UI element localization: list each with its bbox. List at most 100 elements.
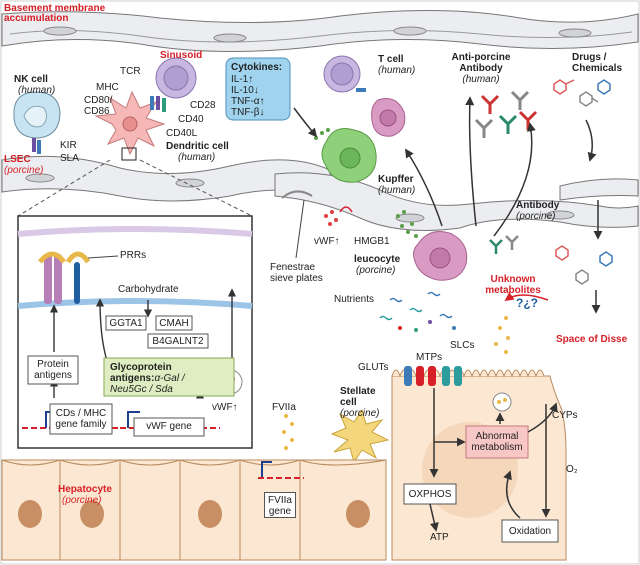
kupffer-species: (human) [378,185,416,196]
stellate-label-2: cell [340,397,357,408]
fenestrae-pointer [295,199,305,259]
lsec-species: (porcine) [4,165,44,176]
inset-vwf-up-label: vWF↑ [212,402,238,413]
sla-label: SLA [60,153,79,164]
leucocyte-cell [400,222,468,281]
drugs-label-2: Chemicals [572,63,623,74]
dendritic-cell-species: (human) [178,152,216,163]
cd80-label-1: CD80/ [84,95,113,106]
leucocyte-label: leucocyte [354,254,401,265]
abnormal-metabolism-label-2: metabolism [471,442,523,453]
cd40l-label: CD40L [166,128,198,139]
anti-porcine-label-2: Antibody [459,63,503,74]
fviia-gene-box: FVIIa gene [264,492,296,518]
flow-arrows [293,96,603,314]
antibody-porcine-label: Antibody [516,200,560,211]
gluts-label: GLUTs [358,362,389,373]
cmah-label: CMAH [159,318,189,329]
mhc-label: MHC [96,82,119,93]
tcr-label: TCR [120,66,141,77]
right-endothelium [559,178,639,201]
hmgb1-dots [396,210,406,218]
kupffer-label: Kupffer [378,174,414,185]
fviia-gene-label-2: gene [268,506,292,517]
nutrient-particles [379,291,456,332]
leucocyte-species: (porcine) [356,265,396,276]
metabolite-dots [494,316,510,354]
fviia-dots [282,414,294,450]
question-marks: ?¿? [516,296,538,310]
fenestrae-label-1: Fenestrae [270,262,316,273]
hepatocyte-label: Hepatocyte [58,484,112,495]
vwf-up-label: vWF↑ [314,236,340,247]
t-cell-species: (human) [378,65,416,76]
cytokine-item: IL-10↓ [231,85,259,96]
protein-antigens-label-1: Protein [37,359,69,370]
glyco-neu5gc: Neu5Gc / Sda [110,384,173,395]
sinusoid-label: Sinusoid [160,50,203,61]
drugs-label-1: Drugs / [572,52,607,63]
inset-panel [17,159,253,449]
lsec-label: LSEC [4,154,31,165]
anti-porcine-label-1: Anti-porcine [451,52,511,63]
cytokine-item: TNF-α↑ [231,96,265,107]
stellate-label-1: Stellate [340,386,376,397]
drug-molecules [553,79,613,285]
stellate-cell [330,408,390,464]
protein-antigens-label-2: antigens [34,370,72,381]
fviia-gene-label-1: FVIIa [268,495,292,506]
unknown-metabolites-label-2: metabolites [485,285,541,296]
hmgb1-label: HMGB1 [354,236,390,247]
t-cell-human [323,55,406,137]
atp-label: ATP [430,532,449,543]
cd28-label: CD28 [190,100,216,111]
oxphos-label: OXPHOS [408,489,452,500]
glyco-antigens-label: antigens: [110,373,155,384]
nk-cell-label: NK cell [14,74,48,85]
fenestrae-label-2: sieve plates [270,273,323,284]
t-cell-label: T cell [378,54,404,65]
space-of-disse-label: Space of Disse [556,334,628,345]
glyco-agal: α-Gal / [154,373,185,384]
kir-label: KIR [60,140,77,151]
lower-endothelium [1,155,639,231]
unknown-metabolites-label-1: Unknown [490,274,536,285]
nk-cell-species: (human) [18,85,56,96]
mtps-label: MTPs [416,352,443,363]
cd80-label-2: CD86 [84,106,110,117]
cytokines-title: Cytokines: [231,62,283,73]
b4galnt2-label: B4GALNT2 [152,336,204,347]
t-cell-dc-partner [150,57,197,112]
carbohydrate-label: Carbohydrate [118,284,179,295]
dendritic-cell [94,90,166,161]
slcs-label: SLCs [450,340,475,351]
cd40-label: CD40 [178,114,204,125]
dendritic-cell-label: Dendritic cell [166,141,229,152]
porcine-antibodies [489,235,519,254]
ggta1-label: GGTA1 [109,318,143,329]
stellate-species: (porcine) [340,408,380,419]
anti-porcine-antibodies [474,90,538,138]
cyps-label: CYPs [552,410,578,421]
anti-porcine-species: (human) [462,74,500,85]
hepatocyte-species: (porcine) [62,495,102,506]
cytokines-box [225,57,291,121]
basement-membrane-label-1: Basement membrane [4,3,106,14]
main-hepatocyte [391,366,567,561]
abnormal-metabolism-label-1: Abnormal [475,431,519,442]
glyco-title: Glycoprotein [110,362,172,373]
vwf-gene-label: vWF gene [146,421,192,432]
o2-label: O₂ [566,464,578,475]
kupffer-cell [314,128,377,183]
basement-membrane-label-2: accumulation [4,13,69,24]
cds-mhc-label-2: gene family [55,419,107,430]
antibody-porcine-species: (porcine) [516,211,556,222]
oxidation-label: Oxidation [508,526,552,537]
cds-mhc-label-1: CDs / MHC [55,408,107,419]
top-endothelium [1,9,639,53]
hepatocyte-row [1,459,387,561]
fviia-label: FVIIa [272,402,296,413]
cytokine-item: TNF-β↓ [231,107,265,118]
